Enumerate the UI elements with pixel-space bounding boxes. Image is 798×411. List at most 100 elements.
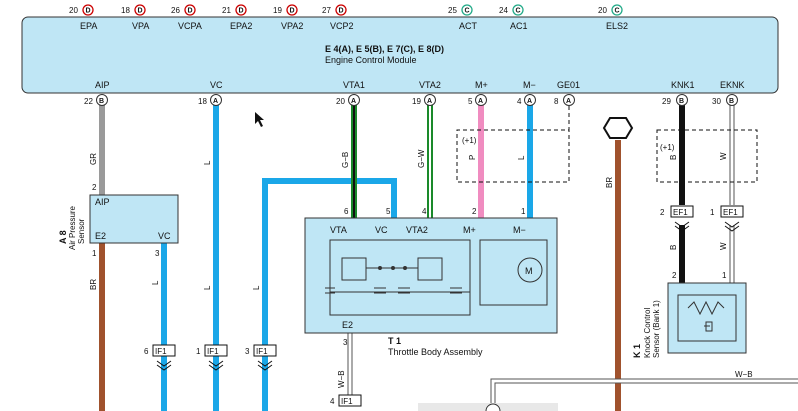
- svg-text:2: 2: [672, 271, 677, 280]
- svg-text:A: A: [351, 98, 356, 105]
- svg-text:VC: VC: [158, 231, 171, 241]
- svg-text:B: B: [669, 155, 678, 160]
- top-pin-conn: D: [138, 8, 143, 15]
- top-pin-num: 26: [171, 6, 180, 15]
- svg-text:M+: M+: [463, 225, 476, 235]
- shield-label: (+1): [462, 136, 477, 145]
- top-pin-conn: C: [465, 8, 470, 15]
- svg-text:A: A: [213, 98, 218, 105]
- svg-text:2: 2: [92, 183, 97, 192]
- top-pin-name: ELS2: [606, 21, 628, 31]
- ground-symbol: [602, 117, 634, 139]
- top-pins: 20 D EPA 18 D VPA 26 D VCPA 21 D EPA2 19…: [69, 4, 628, 31]
- top-pin-num: 19: [273, 6, 282, 15]
- bottom-pins: AIP VC VTA1 VTA2 M+ M− GE01 KNK1 EKNK: [95, 80, 745, 90]
- throttle-body: VTA VC VTA2 M+ M− E2 6 5 4 2 1 3 T 1 Thr…: [304, 207, 558, 357]
- svg-text:2: 2: [472, 207, 477, 216]
- svg-text:IF1: IF1: [207, 347, 219, 356]
- svg-text:L: L: [517, 155, 526, 160]
- svg-text:5: 5: [386, 207, 391, 216]
- svg-text:EF1: EF1: [673, 208, 688, 217]
- svg-text:5: 5: [468, 97, 473, 106]
- svg-text:E2: E2: [342, 320, 353, 330]
- svg-text:A: A: [427, 98, 432, 105]
- svg-text:1: 1: [722, 271, 727, 280]
- svg-text:1: 1: [710, 208, 715, 217]
- svg-text:1: 1: [521, 207, 526, 216]
- svg-text:BR: BR: [605, 177, 614, 188]
- top-pin-name: VCP2: [330, 21, 354, 31]
- top-pin-num: 24: [499, 6, 508, 15]
- top-pin-name: EPA2: [230, 21, 252, 31]
- svg-text:AIP: AIP: [95, 80, 110, 90]
- svg-text:E2: E2: [95, 231, 106, 241]
- svg-text:A: A: [527, 98, 532, 105]
- air-pressure-sensor: AIP E2 VC 2 1 3 A 8 Air Pressure Sensor: [58, 183, 179, 258]
- svg-text:T 1: T 1: [388, 336, 401, 346]
- svg-text:AIP: AIP: [95, 197, 110, 207]
- svg-text:4: 4: [517, 97, 522, 106]
- svg-text:L: L: [203, 285, 212, 290]
- svg-text:Air Pressure: Air Pressure: [68, 205, 77, 250]
- top-pin-conn: D: [188, 8, 193, 15]
- svg-text:L: L: [203, 160, 212, 165]
- svg-text:GR: GR: [89, 153, 98, 165]
- svg-text:G−W: G−W: [417, 149, 426, 168]
- svg-text:IF1: IF1: [341, 397, 353, 406]
- wires: [99, 100, 798, 411]
- svg-text:30: 30: [712, 97, 721, 106]
- wire-color-labels: GR L G−B G−W P L BR B W BR L L L B W W−B…: [89, 149, 753, 388]
- svg-text:Throttle Body Assembly: Throttle Body Assembly: [388, 347, 483, 357]
- svg-text:2: 2: [660, 208, 665, 217]
- mouse-cursor-icon: [255, 112, 264, 127]
- svg-text:B: B: [729, 98, 734, 105]
- top-pin-conn: C: [615, 8, 620, 15]
- svg-text:EKNK: EKNK: [720, 80, 745, 90]
- junction-circle: [485, 403, 501, 411]
- top-pin-num: 18: [121, 6, 130, 15]
- top-pin-name: AC1: [510, 21, 528, 31]
- top-pin-num: 25: [448, 6, 457, 15]
- top-pin-num: 27: [322, 6, 331, 15]
- svg-text:VTA2: VTA2: [406, 225, 428, 235]
- svg-text:A: A: [478, 98, 483, 105]
- svg-text:IF1: IF1: [155, 347, 167, 356]
- svg-text:IF1: IF1: [256, 347, 268, 356]
- top-pin-conn: D: [290, 8, 295, 15]
- svg-text:A 8: A 8: [58, 230, 68, 244]
- svg-text:Sensor: Sensor: [77, 218, 86, 244]
- ecm-codes: E 4(A), E 5(B), E 7(C), E 8(D): [325, 44, 444, 54]
- svg-text:W−B: W−B: [337, 370, 346, 388]
- svg-text:B: B: [99, 98, 104, 105]
- svg-text:3: 3: [245, 347, 250, 356]
- knock-sensor: 2 1 K 1 Knock Control Sensor (Bank 1): [632, 271, 747, 358]
- svg-text:L: L: [151, 280, 160, 285]
- top-pin-num: 21: [222, 6, 231, 15]
- svg-text:EF1: EF1: [723, 208, 738, 217]
- svg-text:4: 4: [330, 397, 335, 406]
- svg-text:18: 18: [198, 97, 207, 106]
- shield-boxes: (+1) (+1): [456, 106, 758, 183]
- top-pin-name: EPA: [80, 21, 97, 31]
- svg-text:3: 3: [343, 338, 348, 347]
- ecm-bottom-connectors: 22 B 18 A 20 A 19 A 5 A 4 A 8 A 29 B 30 …: [84, 94, 738, 106]
- svg-text:6: 6: [144, 347, 149, 356]
- top-pin-conn: D: [339, 8, 344, 15]
- svg-text:L: L: [252, 285, 261, 290]
- svg-text:A: A: [566, 98, 571, 105]
- svg-text:3: 3: [155, 249, 160, 258]
- top-pin-conn: D: [86, 8, 91, 15]
- svg-text:B: B: [669, 245, 678, 250]
- svg-text:M−: M−: [523, 80, 536, 90]
- svg-text:P: P: [468, 155, 477, 160]
- svg-text:Knock Control: Knock Control: [643, 308, 652, 358]
- top-pin-name: VCPA: [178, 21, 202, 31]
- svg-text:1: 1: [92, 249, 97, 258]
- svg-text:W−B: W−B: [735, 370, 753, 379]
- ecm-name: Engine Control Module: [325, 55, 417, 65]
- svg-text:BR: BR: [89, 279, 98, 290]
- ecm-box: [21, 16, 779, 94]
- svg-text:19: 19: [412, 97, 421, 106]
- svg-text:W: W: [719, 152, 728, 160]
